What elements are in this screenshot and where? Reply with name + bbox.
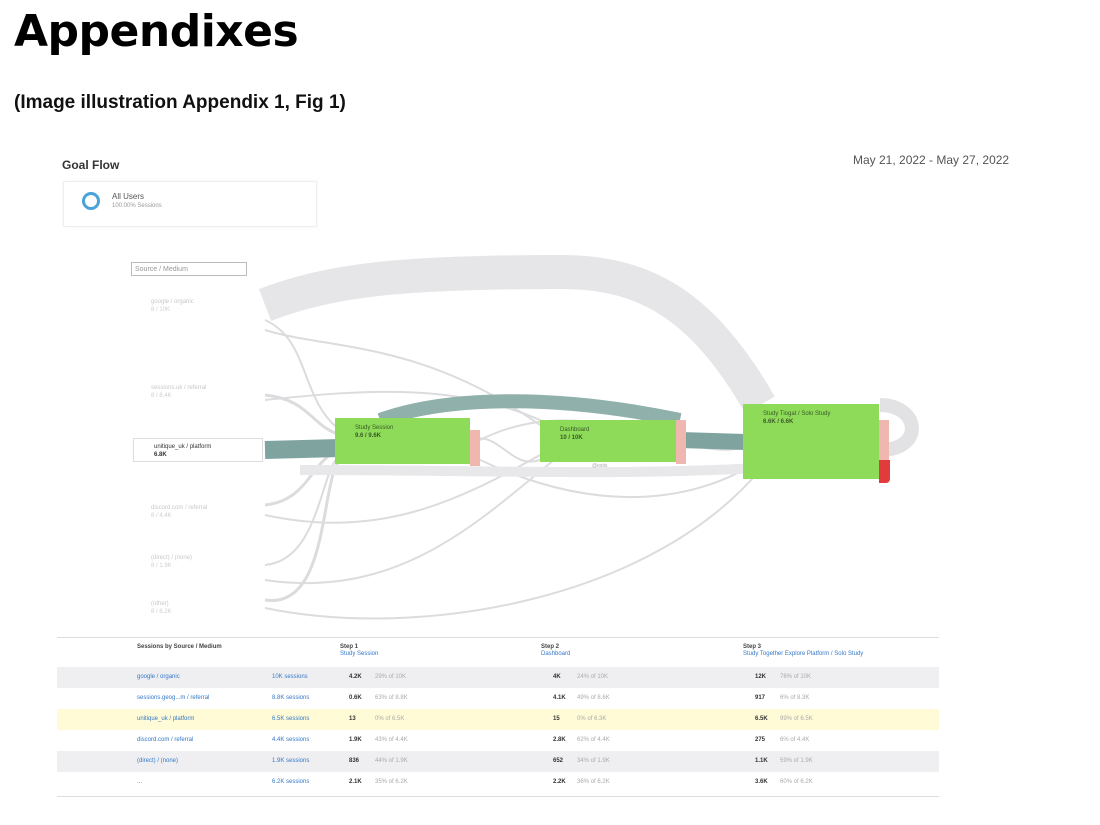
source-node[interactable]: (other) 8 / 6.2K [151,601,172,615]
flow-curve [264,390,561,431]
table-header-step-1: Step 1 Study Session [340,644,379,657]
table-row[interactable]: google / organic 10K sessions 4.2K 29% o… [57,667,939,688]
table-header-step-3: Step 3 Study Together Explore Platform /… [743,644,864,657]
document-title: Appendixes [14,6,299,57]
source-node-selected[interactable]: unitique_uk / platform 6.8K [133,438,263,462]
flow-loop [879,398,919,457]
flow-curve [264,469,761,620]
document-subtitle: (Image illustration Appendix 1, Fig 1) [14,92,346,113]
table-header-main: Sessions by Source / Medium [137,644,222,650]
dropoff-bar[interactable] [676,420,686,464]
flow-band-middle [299,463,761,478]
flow-curve [264,454,561,585]
source-node[interactable]: discord.com / referral 8 / 4.4K [151,505,208,519]
flow-curve [469,437,541,463]
goal-flow-visualization [258,254,919,620]
flow-curve [264,393,341,437]
sessions-table: Sessions by Source / Medium Step 1 Study… [57,637,939,797]
flow-highlight [679,432,746,450]
segment-ring-icon [82,192,100,210]
dropoff-label: @exits [592,463,608,469]
segment-name: All Users [112,192,145,201]
segment-selector[interactable]: All Users 100.00% Sessions [63,181,317,227]
table-row[interactable]: discord.com / referral 4.4K sessions 1.9… [137,737,810,743]
table-row-selected[interactable]: unitique_uk / platform 6.5K sessions 13 … [57,709,939,730]
report-title: Goal Flow [62,158,120,172]
flow-highlight [377,394,682,427]
dropoff-bar-exit[interactable] [879,460,890,483]
date-range[interactable]: May 21, 2022 - May 27, 2022 [853,153,1010,167]
flow-highlight [264,439,341,459]
flow-band-top [258,254,775,414]
step-node-dashboard[interactable]: Dashboard 10 / 10K [540,420,676,462]
dropoff-bar[interactable] [879,420,889,460]
step-node-solo-study[interactable]: Study Tiogat / Solo Study 6.6K / 6.6K [743,404,879,479]
source-node[interactable]: google / organic 8 / 10K [151,299,194,313]
table-row[interactable]: sessions.geog...m / referral 8.8K sessio… [137,695,810,701]
step-node-study-session[interactable]: Study Session 9.6 / 9.6K [335,418,470,464]
table-header-step-2: Step 2 Dashboard [541,644,571,657]
table-row[interactable]: ... 6.2K sessions 2.1K 35% of 6.2K 2.2K … [137,779,813,785]
table-header: Sessions by Source / Medium Step 1 Study… [57,638,939,666]
source-node[interactable]: sessions.uk / referral 8 / 8.4K [151,385,207,399]
dropoff-bar[interactable] [470,430,480,466]
dimension-select[interactable]: Source / Medium [131,262,247,276]
table-row[interactable]: (direct) / (none) 1.9K sessions 836 44% … [57,751,939,772]
flow-curve [264,319,341,431]
flow-curve [264,458,342,602]
segment-sessions: 100.00% Sessions [112,203,162,209]
flow-curve [264,454,341,566]
source-node[interactable]: (direct) / (none) 8 / 1.9K [151,555,193,569]
